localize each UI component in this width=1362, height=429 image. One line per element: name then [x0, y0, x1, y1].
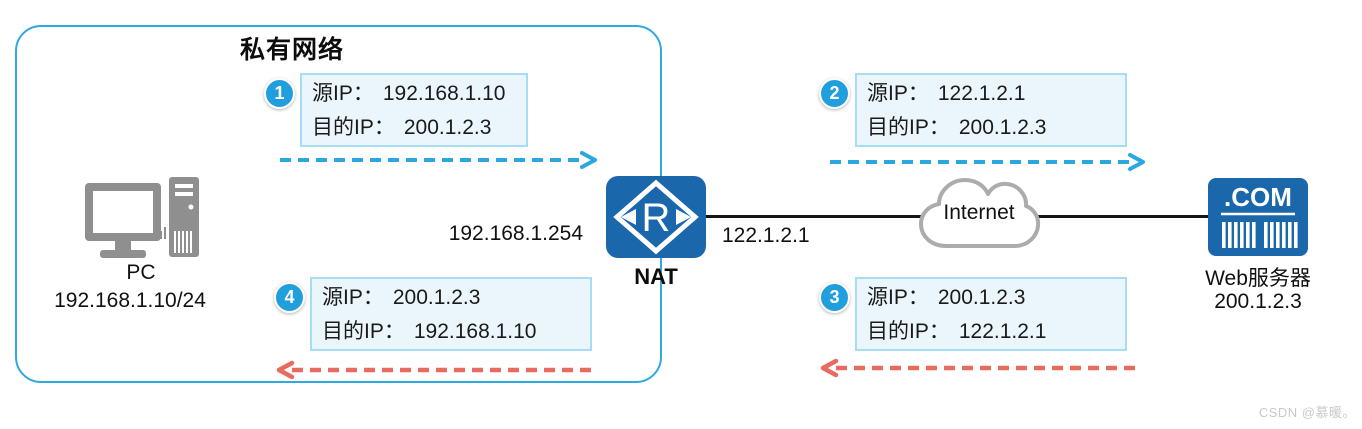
pc-icon — [85, 177, 200, 266]
router-icon: R — [606, 176, 706, 258]
private-network-title: 私有网络 — [240, 36, 345, 64]
packet-3-src: 源IP：200.1.2.3 — [867, 286, 1026, 309]
packet-box-1: 1 源IP：192.168.1.10 目的IP：200.1.2.3 — [264, 73, 528, 147]
internet-cloud-icon — [913, 170, 1045, 263]
step-badge-3: 3 — [819, 282, 850, 313]
packet-box-4: 4 源IP：200.1.2.3 目的IP：192.168.1.10 — [274, 277, 592, 351]
request-arrow-2-icon — [828, 152, 1148, 177]
packet-1-src: 源IP：192.168.1.10 — [312, 82, 506, 105]
packet-4-dst: 目的IP：192.168.1.10 — [322, 320, 537, 343]
step-badge-2: 2 — [819, 78, 850, 109]
step-badge-4: 4 — [274, 282, 305, 313]
step-badge-1: 1 — [264, 78, 295, 109]
router-wan-ip: 122.1.2.1 — [722, 224, 810, 247]
packet-4-src: 源IP：200.1.2.3 — [322, 286, 481, 309]
internet-label: Internet — [943, 201, 1015, 224]
web-server-label: Web服务器 — [1205, 267, 1311, 290]
packet-1-dst: 目的IP：200.1.2.3 — [312, 116, 492, 139]
packet-2-src: 源IP：122.1.2.1 — [867, 82, 1026, 105]
router-lan-ip: 192.168.1.254 — [448, 222, 583, 245]
server-com-text: .COM — [1224, 182, 1292, 212]
packet-3-dst: 目的IP：122.1.2.1 — [867, 320, 1047, 343]
pc-ip: 192.168.1.10/24 — [54, 289, 206, 312]
csdn-watermark: CSDN @慕暖。 — [1258, 405, 1356, 420]
router-letter: R — [642, 196, 671, 240]
web-server-ip: 200.1.2.3 — [1214, 290, 1302, 313]
reply-arrow-3-icon — [818, 358, 1144, 383]
packet-box-3: 3 源IP：200.1.2.3 目的IP：122.1.2.1 — [819, 277, 1127, 351]
web-server-icon: .COM — [1208, 178, 1308, 256]
reply-arrow-4-icon — [274, 360, 600, 385]
packet-2-dst: 目的IP：200.1.2.3 — [867, 116, 1047, 139]
nat-label: NAT — [634, 264, 678, 289]
request-arrow-1-icon — [278, 150, 600, 175]
pc-label: PC — [126, 261, 156, 284]
packet-box-2: 2 源IP：122.1.2.1 目的IP：200.1.2.3 — [819, 73, 1127, 147]
